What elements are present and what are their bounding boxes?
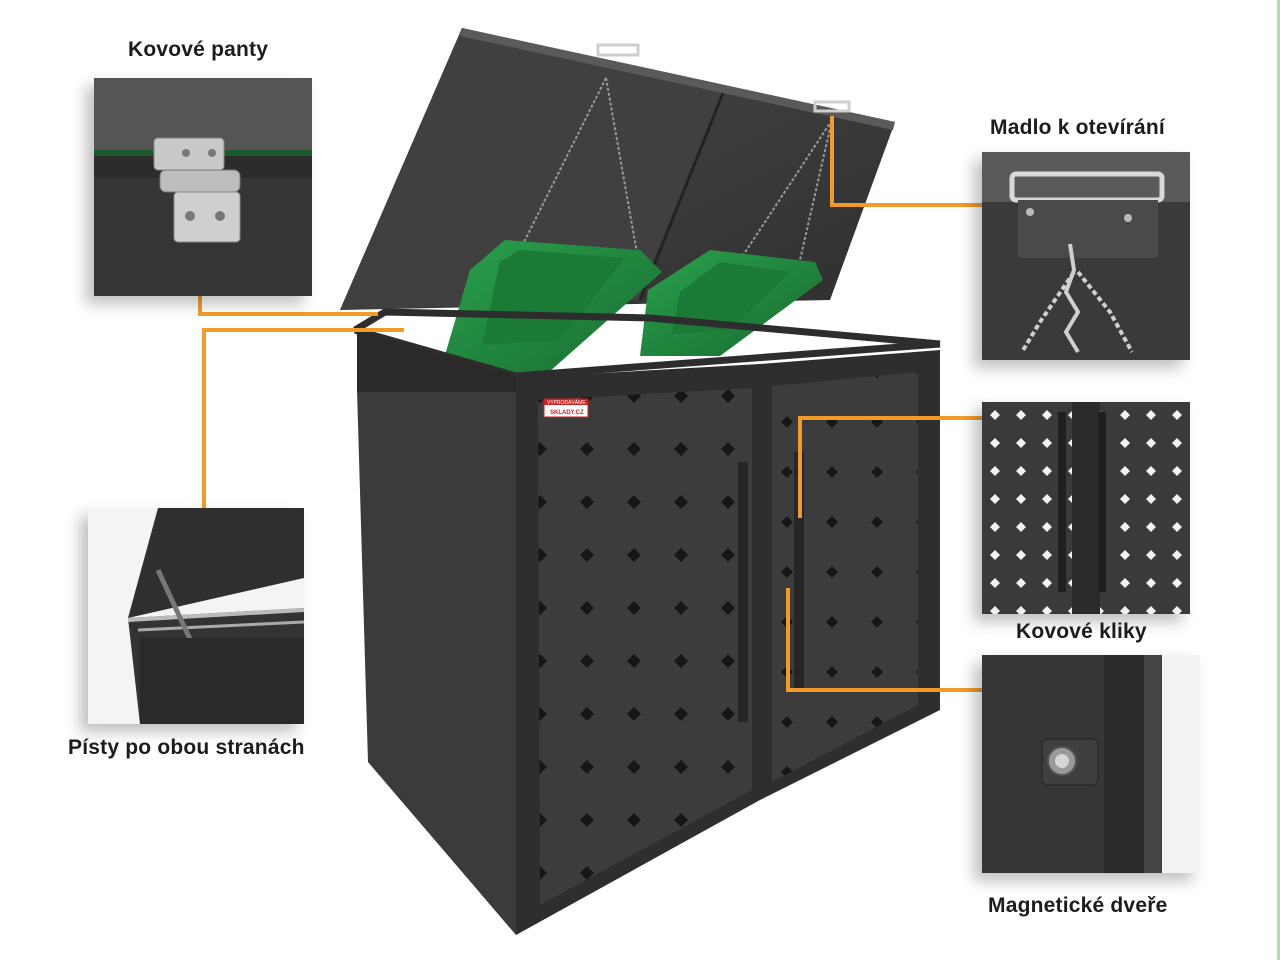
handle-detail-photo [982,152,1190,360]
right-door [772,372,918,782]
label-pistons: Písty po obou stranách [68,736,305,759]
right-edge-stripe [1277,0,1280,960]
label-hinges: Kovové panty [128,38,269,61]
label-door-handles: Kovové kliky [1016,620,1147,643]
lid-handle-right [813,100,851,113]
sticker-line2: SKLADY.CZ [550,410,584,416]
lid-chains [519,77,833,271]
left-door [538,388,752,905]
lid-handle-left [596,43,640,57]
green-bin-lids [440,240,823,380]
label-magnetic-door: Magnetické dveře [988,894,1168,917]
pistons-detail-photo [88,508,304,724]
side-top [357,330,516,392]
label-handle: Madlo k otevírání [990,116,1165,139]
open-lid [340,28,895,310]
magnetic-door-detail-photo [982,655,1200,873]
callout-lines [198,116,1062,692]
side-panel [357,380,516,935]
hinge-detail-photo [94,78,312,296]
sticker-line1: VYPRODÁVÁME [547,399,586,406]
door-handles-detail-photo [982,402,1190,614]
brand-sticker: VYPRODÁVÁME SKLADY.CZ [543,398,589,418]
